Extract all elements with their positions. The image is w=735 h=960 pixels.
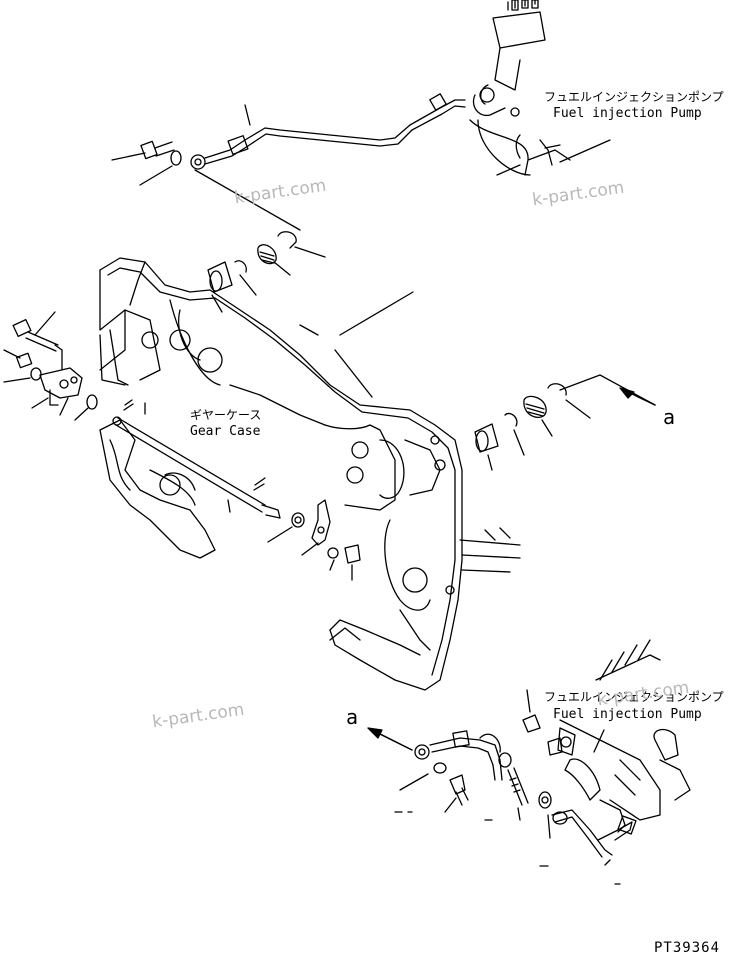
leader-line [559, 374, 656, 406]
leader-line [299, 324, 319, 336]
leader-line [444, 797, 457, 813]
gear-case-label-jp: ギヤーケース [190, 408, 262, 422]
leader-line [339, 291, 414, 336]
leader-line [273, 261, 291, 276]
leader-line [517, 807, 521, 821]
leader-line [496, 164, 521, 176]
clamp-set-right [474, 383, 567, 453]
leader-line [541, 419, 553, 437]
fuel-pump-bottom-label-jp: フュエルインジェクションポンプ [544, 690, 724, 704]
leader-line [139, 165, 173, 186]
leader-line [3, 349, 21, 359]
fuel-pump-top-label-jp: フュエルインジェクションポンプ [544, 90, 724, 104]
leader-line [294, 246, 326, 258]
leader-line [593, 729, 605, 753]
reference-a-right: a [663, 405, 676, 429]
fuel-tube-top [190, 93, 466, 170]
leader-line [244, 104, 251, 126]
leader-line [604, 859, 611, 866]
fuel-tube-bottom [414, 714, 637, 858]
leader-line [34, 311, 56, 336]
fuel-pump-top [469, 0, 571, 176]
reference-a-left: a [346, 705, 359, 729]
fuel-pump-bottom [547, 639, 691, 833]
leader-line [267, 526, 293, 543]
leader-line [487, 454, 493, 471]
gear-case-label-en: Gear Case [190, 424, 261, 439]
leader-line [526, 689, 531, 713]
leader-line [227, 499, 231, 513]
leader-line [3, 377, 31, 383]
leader-line [399, 773, 429, 791]
clamp-set-top [207, 231, 297, 293]
gear-case [99, 257, 521, 691]
control-rod [112, 399, 305, 528]
leader-line [74, 407, 89, 421]
fuel-pump-top-label-en: Fuel injection Pump [553, 106, 702, 121]
lever-parts [311, 499, 361, 564]
fuel-pump-bottom-label-en: Fuel injection Pump [553, 707, 702, 722]
banjo-bolt-top [140, 140, 182, 166]
leader-line [239, 274, 257, 296]
leader-line [31, 397, 49, 409]
leader-line [559, 139, 611, 163]
leader-line [547, 814, 551, 839]
leader-line [111, 152, 146, 161]
leader-line [301, 542, 319, 556]
leader-line [329, 559, 335, 571]
bracket-left [12, 318, 126, 410]
leader-line [334, 349, 373, 398]
leader-line [565, 399, 591, 419]
leader-line [513, 429, 525, 456]
leader-line [59, 397, 69, 416]
diagram-code: PT39364 [654, 940, 721, 956]
